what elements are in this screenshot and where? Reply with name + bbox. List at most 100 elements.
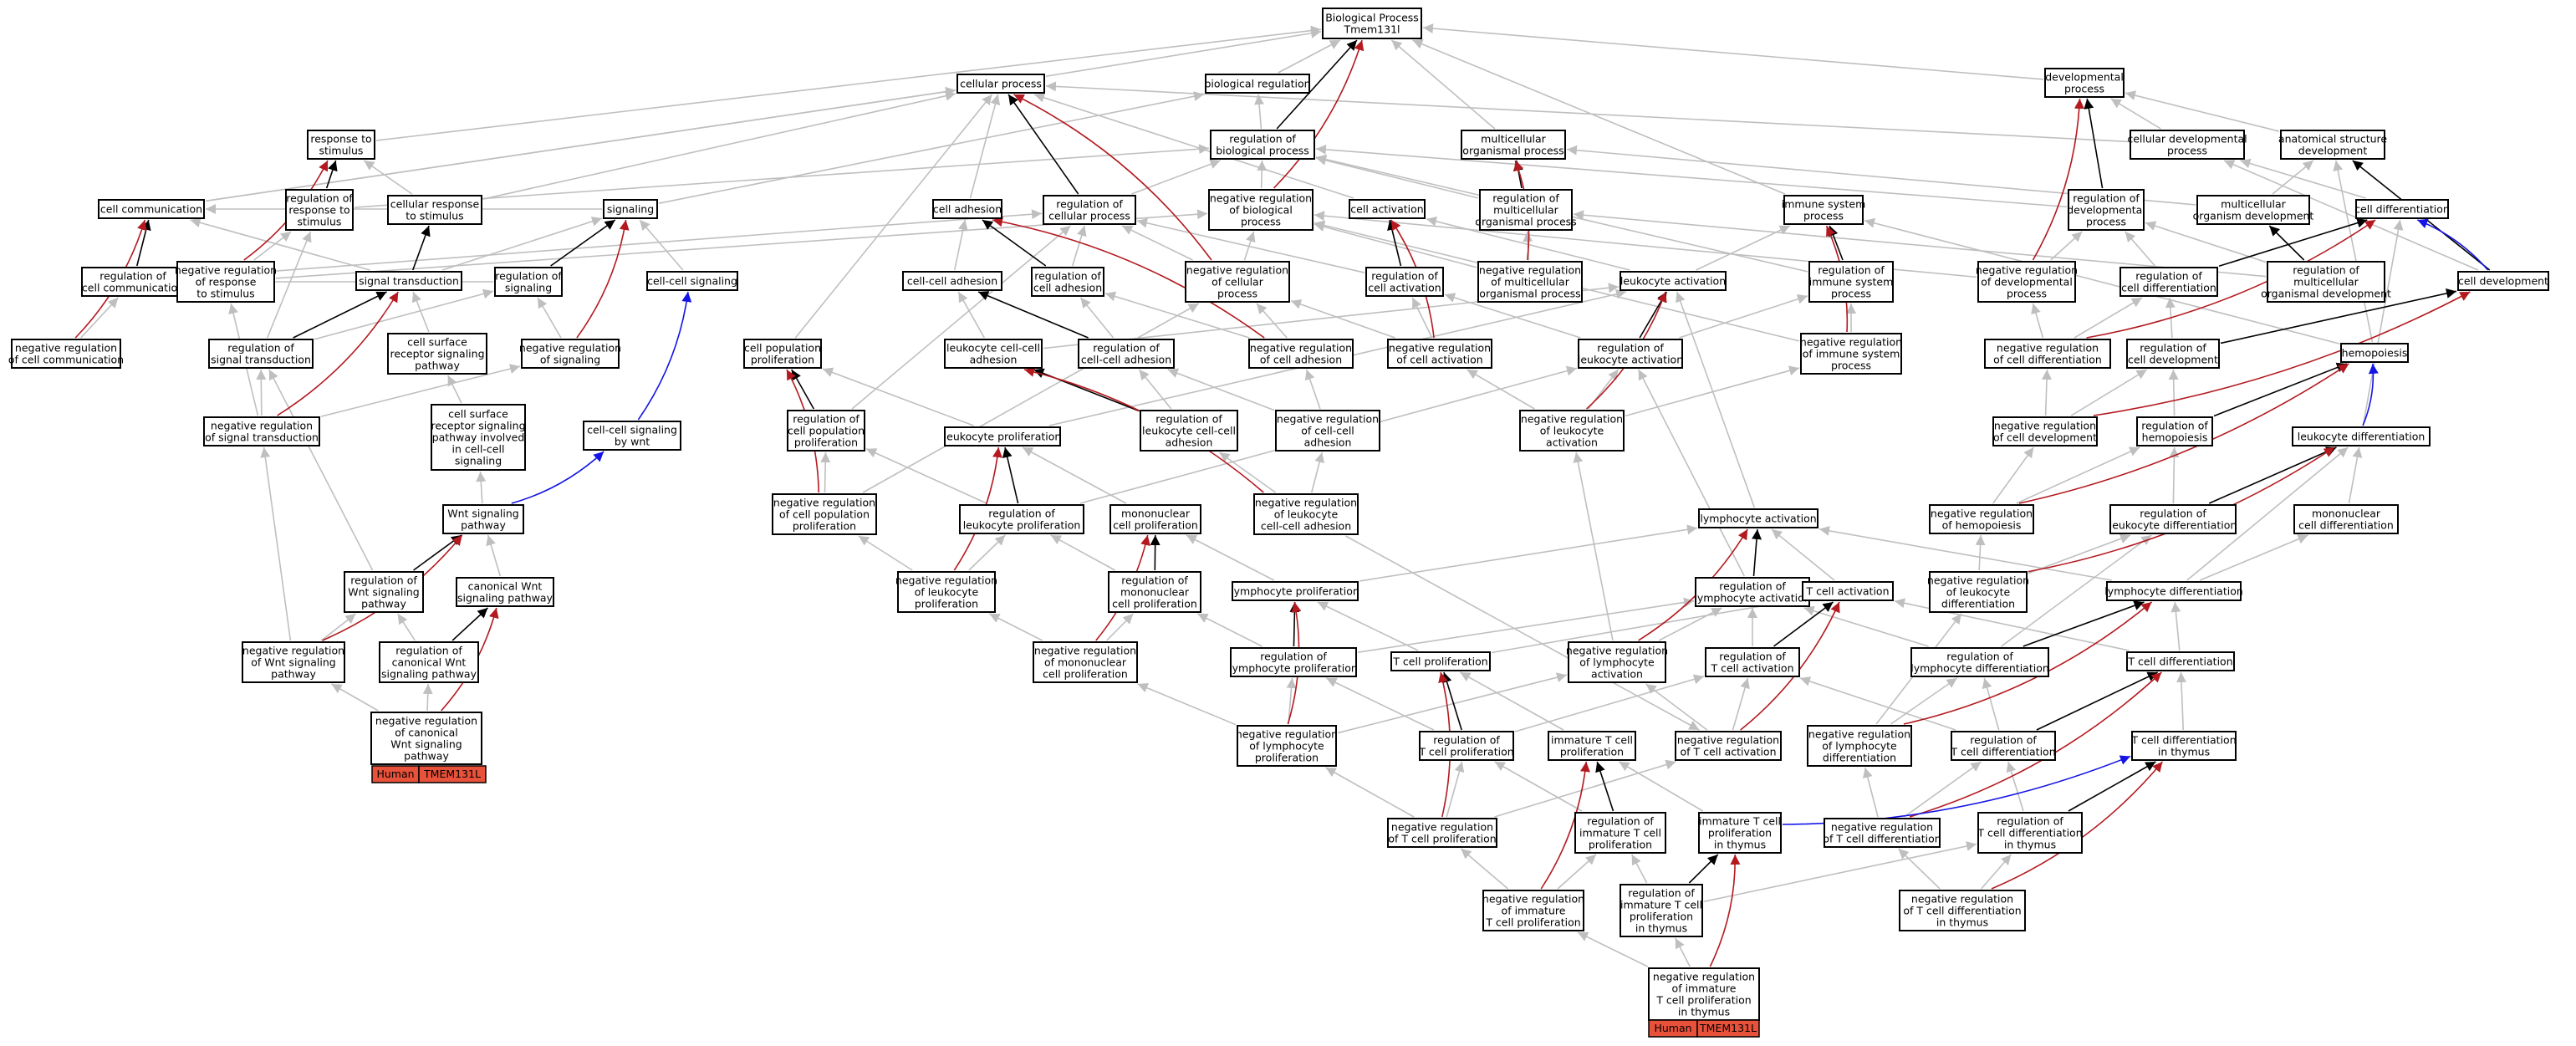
go-term-t-act[interactable]: T cell activation	[1802, 581, 1894, 601]
go-term-t-diff[interactable]: T cell differentiation	[2126, 651, 2235, 671]
go-term-cell-devel[interactable]: cell development	[2457, 271, 2549, 291]
go-term-leuk-diff[interactable]: leukocyte differentiation	[2292, 426, 2431, 446]
go-term-cp[interactable]: cellular process	[956, 74, 1045, 94]
go-term-signaling[interactable]: signaling	[603, 199, 658, 219]
go-term-sig-trans[interactable]: signal transduction	[355, 271, 462, 291]
go-term-lymph-act[interactable]: lymphocyte activation	[1698, 508, 1819, 528]
go-term-cc-adh[interactable]: cell-cell adhesion	[902, 271, 1002, 291]
go-term-cell-comm[interactable]: cell communication	[98, 199, 205, 219]
go-term-leuk-act[interactable]: leukocyte activation	[1620, 271, 1727, 291]
go-term-lymph-diff[interactable]: lymphocyte differentiation	[2104, 581, 2243, 601]
go-term-leuk-prolif[interactable]: leukocyte proliferation	[944, 426, 1062, 446]
go-term-t-prolif[interactable]: T cell proliferation	[1390, 651, 1491, 671]
go-term-reg-t-prolif[interactable]: regulation ofT cell proliferation	[1418, 731, 1514, 761]
go-term-cell-adh[interactable]: cell adhesion	[932, 199, 1002, 219]
go-term-biol-reg[interactable]: biological regulation	[1204, 74, 1311, 94]
go-term-reg-t-diff[interactable]: regulation ofT cell differentiation	[1950, 731, 2056, 761]
go-term-cell-act[interactable]: cell activation	[1349, 199, 1426, 219]
go-term-hemopoiesis[interactable]: hemopoiesis	[2340, 343, 2409, 363]
go-term-lymph-prolif[interactable]: lymphocyte proliferation	[1231, 581, 1359, 601]
go-term-reg-t-act[interactable]: regulation ofT cell activation	[1705, 647, 1800, 677]
go-term-cell-diff[interactable]: cell differentiation	[2354, 199, 2450, 219]
